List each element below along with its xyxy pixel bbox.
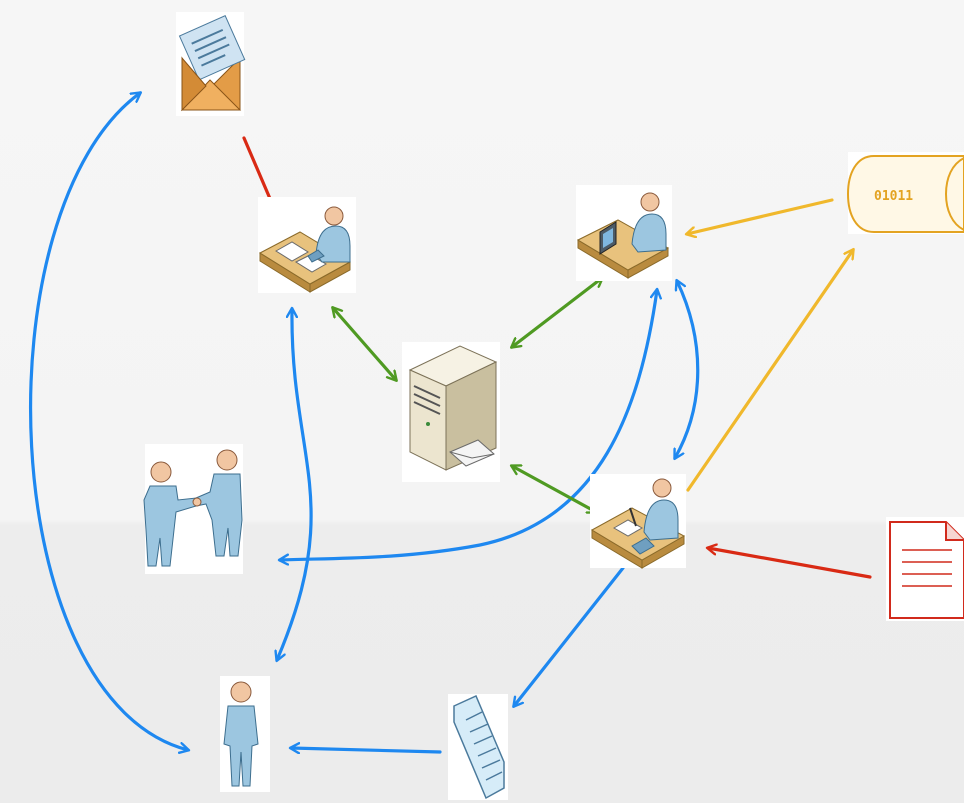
edge-envelope-customer <box>29 93 188 750</box>
connectors <box>29 93 872 752</box>
handshake-people-icon <box>143 444 243 574</box>
edge-clerk-server <box>333 308 396 380</box>
edge-computer-writer <box>675 281 700 458</box>
edge-computer-server <box>512 278 602 347</box>
edge-writer-to-document <box>514 566 625 706</box>
edge-computer-handshake <box>280 290 657 560</box>
standing-person-icon <box>220 676 270 792</box>
edge-report-to-writer <box>708 548 872 579</box>
data-cylinder-icon: 01011 <box>846 152 964 234</box>
binary-label: 01011 <box>874 189 913 204</box>
red-report-document-icon <box>886 517 964 621</box>
desk-worker-computer-icon <box>576 185 672 281</box>
mail-server-icon <box>402 342 500 482</box>
edge-document-to-customer <box>291 748 442 752</box>
edge-clerk-customer <box>277 309 313 660</box>
edge-data-to-computer <box>687 198 834 234</box>
edge-server-writer <box>512 466 596 512</box>
blue-document-icon <box>448 694 508 800</box>
desk-worker-writing-icon <box>590 474 686 569</box>
desk-worker-paperwork-icon <box>258 197 356 293</box>
open-envelope-icon <box>176 12 246 116</box>
edge-writer-to-data <box>686 250 853 492</box>
